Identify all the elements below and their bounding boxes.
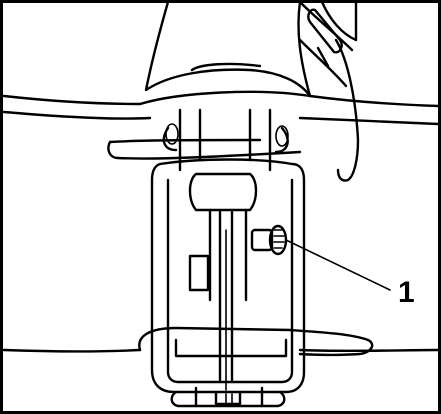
face-cover bbox=[298, 0, 360, 182]
finger-guard bbox=[150, 158, 306, 394]
presser-foot bbox=[170, 386, 286, 408]
needle-clamp bbox=[188, 172, 258, 391]
needle-plate bbox=[138, 326, 374, 358]
machine-head bbox=[144, 0, 312, 98]
callout-leader-line bbox=[285, 239, 391, 291]
callout-label: 1 bbox=[398, 276, 415, 309]
machine-bed bbox=[2, 90, 440, 353]
guide-rod bbox=[107, 138, 302, 160]
needle-clamp-screw bbox=[250, 224, 288, 256]
